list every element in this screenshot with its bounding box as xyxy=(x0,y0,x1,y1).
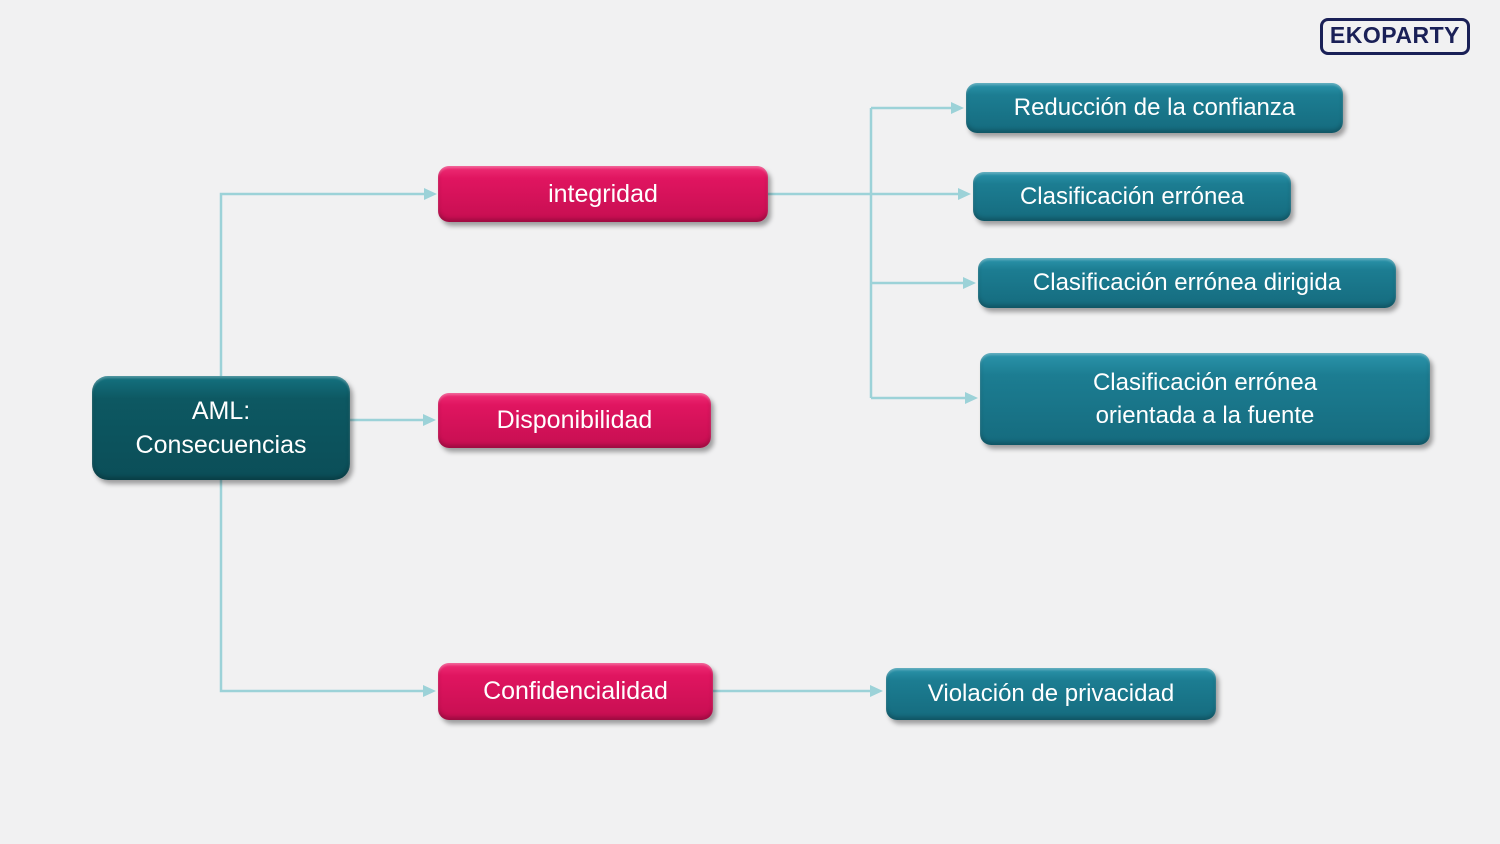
node-confidencialidad-label: Confidencialidad xyxy=(483,677,668,706)
node-disponibilidad-label: Disponibilidad xyxy=(496,406,653,435)
node-violacion-privacidad-label: Violación de privacidad xyxy=(927,680,1175,708)
connector-root-confidencialidad xyxy=(219,480,423,693)
node-disponibilidad: Disponibilidad xyxy=(438,393,711,448)
arrowhead-integridad xyxy=(424,188,437,200)
arrowhead-confidencialidad xyxy=(423,685,436,697)
ekoparty-logo-text: EKOPARTY xyxy=(1329,22,1460,48)
node-aml-consecuencias: AML: Consecuencias xyxy=(92,376,350,480)
node-clasificacion-erronea-fuente-label: Clasificación errónea orientada a la fue… xyxy=(1092,368,1318,429)
node-clasificacion-erronea-label: Clasificación errónea xyxy=(1019,182,1245,210)
arrowhead-reduccion xyxy=(951,102,964,114)
node-integridad: integridad xyxy=(438,166,768,222)
node-violacion-privacidad: Violación de privacidad xyxy=(886,668,1216,720)
node-clasificacion-erronea-dirigida-label: Clasificación errónea dirigida xyxy=(1032,269,1342,297)
node-clasificacion-erronea: Clasificación errónea xyxy=(973,172,1291,221)
node-integridad-label: integridad xyxy=(548,179,658,208)
arrowhead-dirigida xyxy=(963,277,976,289)
connector-root-integridad xyxy=(219,192,424,376)
ekoparty-logo: EKOPARTY xyxy=(1319,18,1470,55)
node-reduccion-confianza: Reducción de la confianza xyxy=(966,83,1343,133)
node-confidencialidad: Confidencialidad xyxy=(438,663,713,720)
arrowhead-erronea xyxy=(958,188,971,200)
arrowhead-disponibilidad xyxy=(423,414,436,426)
arrowhead-fuente xyxy=(965,392,978,404)
node-reduccion-confianza-label: Reducción de la confianza xyxy=(1013,94,1296,122)
arrowhead-violacion xyxy=(870,685,883,697)
node-clasificacion-erronea-dirigida: Clasificación errónea dirigida xyxy=(978,258,1396,308)
node-aml-consecuencias-label: AML: Consecuencias xyxy=(135,396,307,460)
node-clasificacion-erronea-fuente: Clasificación errónea orientada a la fue… xyxy=(980,353,1430,445)
